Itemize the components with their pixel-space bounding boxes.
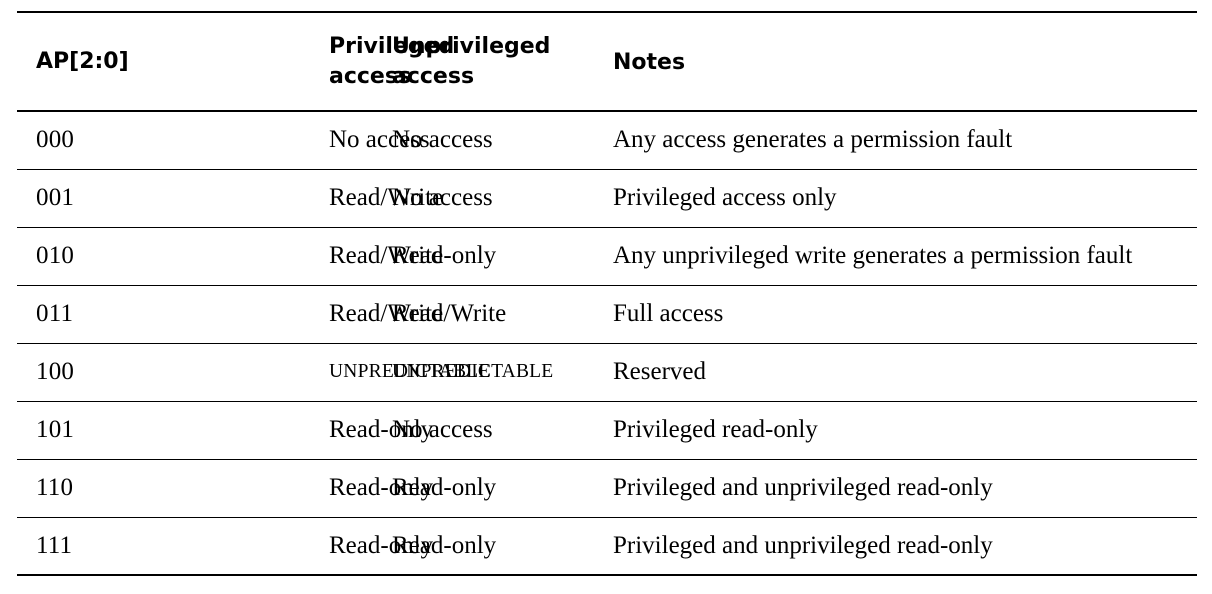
unprivileged-access-value: No access: [392, 169, 613, 228]
notes-value: Privileged and unprivileged read-only: [613, 517, 1197, 576]
column-header-unprivileged-access: Unprivileged access: [392, 11, 613, 112]
notes-value: Reserved: [613, 343, 1197, 402]
notes-value: Privileged and unprivileged read-only: [613, 459, 1197, 518]
column-header-privileged-access: Privileged access: [173, 11, 455, 112]
access-permissions-table: AP[2:0] Privileged access Unprivileged a…: [17, 11, 1197, 576]
column-header-unprivileged-line-1: Unprivileged: [392, 33, 551, 59]
unprivileged-access-value: Read-only: [392, 459, 613, 518]
unprivileged-access-value: Read-only: [392, 517, 613, 576]
access-permissions-table-container: AP[2:0] Privileged access Unprivileged a…: [17, 11, 1197, 576]
column-header-privileged-line-1: Privileged: [329, 33, 455, 59]
ap-value: 000: [17, 111, 173, 170]
ap-value: 001: [17, 169, 173, 228]
table-header: AP[2:0] Privileged access Unprivileged a…: [17, 11, 1197, 112]
notes-value: Privileged read-only: [613, 401, 1197, 460]
privileged-access-value: Read/Write: [173, 169, 443, 228]
unprivileged-access-value: No access: [392, 111, 613, 170]
privileged-access-value: Read-only: [173, 459, 433, 518]
privileged-access-value: Read-only: [173, 517, 433, 576]
column-header-unprivileged-line-2: access: [392, 63, 475, 89]
notes-value: Any unprivileged write generates a permi…: [613, 227, 1197, 286]
table-header-row: AP[2:0] Privileged access Unprivileged a…: [17, 11, 1197, 112]
ap-value: 010: [17, 227, 173, 286]
privileged-access-value: No access: [173, 111, 430, 170]
notes-value: Full access: [613, 285, 1197, 344]
notes-value: Any access generates a permission fault: [613, 111, 1197, 170]
column-header-ap-line-1: AP[2:0]: [36, 48, 129, 74]
unprivileged-access-value: UNPREDICTABLE: [392, 343, 613, 402]
unprivileged-access-value: Read-only: [392, 227, 613, 286]
privileged-access-value: Read/Write: [173, 285, 443, 344]
ap-value: 111: [17, 517, 173, 576]
privileged-access-value: Read-only: [173, 401, 433, 460]
unprivileged-access-value: No access: [392, 401, 613, 460]
notes-value: Privileged access only: [613, 169, 1197, 228]
column-header-ap: AP[2:0]: [17, 11, 173, 112]
ap-value: 101: [17, 401, 173, 460]
privileged-access-value: Read/Write: [173, 227, 443, 286]
ap-value: 011: [17, 285, 173, 344]
ap-value: 100: [17, 343, 173, 402]
column-header-notes-line-1: Notes: [613, 49, 686, 75]
column-header-notes: Notes: [613, 11, 1197, 112]
unprivileged-access-value: Read/Write: [392, 285, 613, 344]
column-header-privileged-line-2: access: [329, 63, 412, 89]
ap-value: 110: [17, 459, 173, 518]
privileged-access-value: UNPREDICTABLE: [173, 343, 490, 402]
